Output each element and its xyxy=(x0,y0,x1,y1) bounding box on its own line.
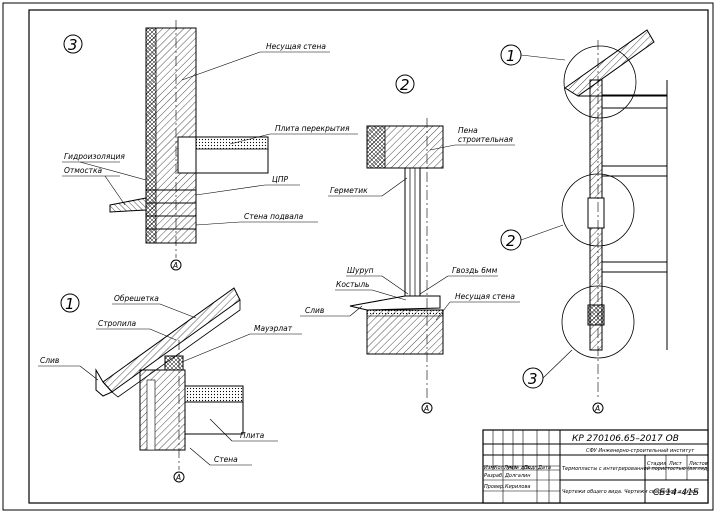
label-bearing-wall-d2: Несущая стена xyxy=(455,292,515,301)
label-lathing: Обрешетка xyxy=(114,294,159,303)
tb-col-kol: Кол. уч xyxy=(494,465,513,471)
axis-label-d2: A xyxy=(423,404,429,413)
tb-title: Термопласты с интегрированной пористость… xyxy=(562,466,709,472)
inner-frame xyxy=(28,9,709,504)
label-crutch: Костыль xyxy=(336,280,370,289)
building-section: 1 2 3 A xyxy=(500,29,668,414)
tb-name-1: Кирилова xyxy=(505,484,531,490)
tb-name-0: Долгалин xyxy=(504,473,531,479)
detail-3: 3 A Несущая стена Плита перекрытия Гидро… xyxy=(62,20,358,271)
tb-col-list: Лист xyxy=(503,465,518,471)
tb-col-data: Дата xyxy=(537,465,551,471)
tb-col-podp: Подп. xyxy=(524,465,539,471)
label-basement-wall: Стена подвала xyxy=(244,212,304,221)
label-foam-2: строительная xyxy=(458,135,513,144)
detail-1-number: 1 xyxy=(65,295,75,313)
label-rafter: Стропила xyxy=(98,319,137,328)
axis-label-d1: A xyxy=(175,473,181,482)
label-sealant: Герметик xyxy=(330,186,368,195)
label-waterproofing: Гидроизоляция xyxy=(64,152,125,161)
ref-3-number: 3 xyxy=(528,370,538,388)
tb-col-izm: Изм. xyxy=(484,465,496,471)
label-cpr: ЦПР xyxy=(272,175,288,184)
detail-2: 2 A Пена строительная Герметик Шуруп Кос… xyxy=(300,74,520,414)
tb-stage-list: Лист xyxy=(668,461,683,467)
detail-2-number: 2 xyxy=(400,76,410,94)
tb-code: СБ14–41Б xyxy=(653,488,699,498)
tb-stage-listov: Листов xyxy=(688,461,708,467)
tb-institute: СФУ Инженерно-строительный институт xyxy=(586,448,695,454)
label-mauerlat: Мауэрлат xyxy=(254,324,293,333)
label-floor-slab: Плита перекрытия xyxy=(275,124,350,133)
ref-1-number: 1 xyxy=(506,47,516,65)
tb-role-1: Провер. xyxy=(484,484,505,490)
detail-3-number: 3 xyxy=(68,36,78,54)
label-drip-d2: Слив xyxy=(305,306,324,315)
ref-2-number: 2 xyxy=(506,232,516,250)
label-bearing-wall-d3: Несущая стена xyxy=(266,42,326,51)
label-screw: Шуруп xyxy=(347,266,374,275)
label-slab: Плита xyxy=(240,431,265,440)
tb-stage-stadiya: Стадия xyxy=(647,461,666,467)
tb-sheet-desc: Чертежи общего вида. Чертежи сварочной и… xyxy=(562,489,698,495)
label-nail: Гвоздь 6мм xyxy=(452,266,498,275)
label-drip-d1: Слив xyxy=(40,356,59,365)
tb-col-doc: № док. xyxy=(513,465,532,471)
tb-role-0: Разраб. xyxy=(484,473,504,479)
title-block: КР 270106.65–2017 ОВ СФУ Инженерно-строи… xyxy=(482,429,709,504)
label-blind-area: Отмостка xyxy=(64,166,103,175)
tb-code-top: КР 270106.65–2017 ОВ xyxy=(572,434,679,444)
label-foam: Пена xyxy=(458,126,478,135)
label-wall-d1: Стена xyxy=(214,455,238,464)
detail-1: 1 A Обрешетка Стропила Мауэрлат Слив xyxy=(38,287,302,483)
axis-label-right: A xyxy=(594,404,600,413)
axis-label-d3: A xyxy=(172,261,178,270)
